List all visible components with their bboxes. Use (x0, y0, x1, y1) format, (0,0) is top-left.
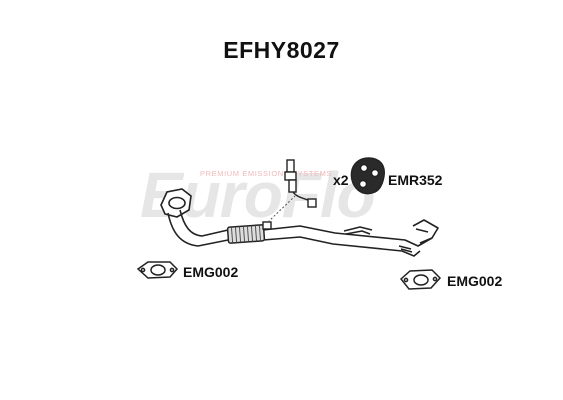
gasket-left-code: EMG002 (183, 264, 239, 280)
rubber-mount-icon (350, 157, 385, 195)
flexible-section (226, 224, 266, 244)
lambda-sensor-icon (284, 159, 317, 208)
rubber-mount-quantity: x2 (333, 172, 349, 188)
gasket-right-code: EMG002 (447, 273, 503, 289)
gasket-right-icon (399, 269, 442, 290)
rubber-mount-code: EMR352 (388, 172, 443, 188)
gasket-left-icon (136, 261, 179, 279)
brand-watermark-tagline: PREMIUM EMISSIONS SYSTEMS (200, 169, 333, 178)
sensor-guide-line (267, 195, 296, 223)
exhaust-pipe (167, 209, 439, 257)
front-flange (160, 188, 192, 218)
part-number-title: EFHY8027 (223, 37, 340, 63)
sensor-boss (262, 221, 272, 230)
